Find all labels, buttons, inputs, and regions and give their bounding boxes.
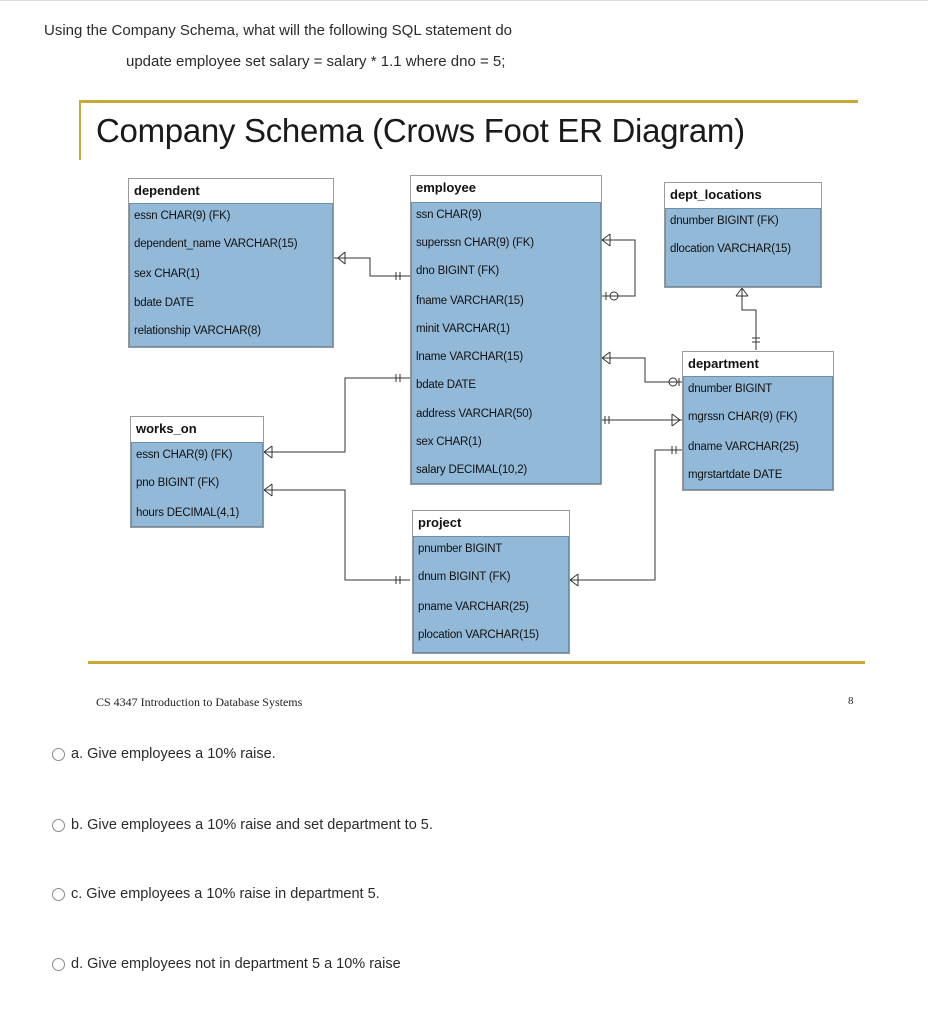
attribute: pno BIGINT (FK) [136,477,220,489]
slide-footer: CS 4347 Introduction to Database Systems [96,695,303,709]
radio-button[interactable] [52,818,65,832]
option-label: d. Give employees not in department 5 a … [71,956,401,972]
top-divider [0,0,928,1]
attribute: fname VARCHAR(15) [416,295,524,307]
attribute: dlocation VARCHAR(15) [670,243,791,255]
attribute: address VARCHAR(50) [416,408,533,420]
entity-title: dependent [134,183,200,198]
attribute: dname VARCHAR(25) [688,441,799,453]
question-prompt: Using the Company Schema, what will the … [44,22,513,39]
option-a[interactable]: a. Give employees a 10% raise. [52,746,276,762]
entity-title: project [418,515,462,530]
entity-title: department [688,356,759,371]
attribute: sex CHAR(1) [416,436,482,448]
attribute: dnum BIGINT (FK) [418,571,511,583]
attribute: lname VARCHAR(15) [416,351,523,363]
option-label: a. Give employees a 10% raise. [71,746,276,762]
attribute: dno BIGINT (FK) [416,265,500,277]
entity-project: project pnumber BIGINT dnum BIGINT (FK) … [412,510,570,654]
entity-works-on: works_on essn CHAR(9) (FK) pno BIGINT (F… [130,416,264,528]
answer-options: a. Give employees a 10% raise. b. Give e… [0,730,928,1024]
entity-employee: employee ssn CHAR(9) superssn CHAR(9) (F… [410,175,602,485]
option-label: c. Give employees a 10% raise in departm… [71,886,380,902]
attribute: superssn CHAR(9) (FK) [416,237,534,249]
attribute: plocation VARCHAR(15) [418,629,539,641]
option-b[interactable]: b. Give employees a 10% raise and set de… [52,817,433,833]
attribute: salary DECIMAL(10,2) [416,464,528,476]
attribute: dnumber BIGINT (FK) [670,215,779,227]
entity-attributes: essn CHAR(9) (FK) pno BIGINT (FK) hours … [131,442,263,527]
entity-title: dept_locations [670,187,762,202]
attribute: relationship VARCHAR(8) [134,325,261,337]
entity-attributes: dnumber BIGINT mgrssn CHAR(9) (FK) dname… [683,376,833,490]
entity-attributes: dnumber BIGINT (FK) dlocation VARCHAR(15… [665,208,821,287]
option-d[interactable]: d. Give employees not in department 5 a … [52,956,401,972]
relationship-lines [262,233,760,587]
option-label: b. Give employees a 10% raise and set de… [71,817,433,833]
entity-title: works_on [136,421,197,436]
schema-slide-image: Company Schema (Crows Foot ER Diagram) [79,100,865,709]
radio-button[interactable] [52,957,65,971]
sql-statement: update employee set salary = salary * 1.… [126,53,506,70]
attribute: sex CHAR(1) [134,268,200,280]
attribute: pname VARCHAR(25) [418,601,529,613]
entity-attributes: essn CHAR(9) (FK) dependent_name VARCHAR… [129,203,333,347]
attribute: ssn CHAR(9) [416,209,482,221]
entity-attributes: pnumber BIGINT dnum BIGINT (FK) pname VA… [413,536,569,653]
entity-title: employee [416,180,476,195]
slide-top-rule [80,100,858,103]
slide-bottom-rule [88,661,865,664]
attribute: essn CHAR(9) (FK) [136,449,233,461]
attribute: essn CHAR(9) (FK) [134,210,231,222]
entity-department: department dnumber BIGINT mgrssn CHAR(9)… [682,351,834,491]
attribute: hours DECIMAL(4,1) [136,507,240,519]
slide-left-rule [79,100,81,160]
entity-dependent: dependent essn CHAR(9) (FK) dependent_na… [128,178,334,348]
attribute: dependent_name VARCHAR(15) [134,238,298,250]
slide-page-number: 8 [848,695,854,707]
radio-button[interactable] [52,887,65,901]
attribute: dnumber BIGINT [688,383,773,395]
attribute: mgrssn CHAR(9) (FK) [688,411,798,423]
slide-title: Company Schema (Crows Foot ER Diagram) [96,112,745,149]
option-c[interactable]: c. Give employees a 10% raise in departm… [52,886,380,902]
attribute: bdate DATE [416,379,476,391]
radio-button[interactable] [52,747,65,761]
attribute: pnumber BIGINT [418,543,503,555]
attribute: bdate DATE [134,297,194,309]
entity-dept-locations: dept_locations dnumber BIGINT (FK) dloca… [664,182,822,288]
entity-attributes: ssn CHAR(9) superssn CHAR(9) (FK) dno BI… [411,202,601,484]
attribute: minit VARCHAR(1) [416,323,510,335]
attribute: mgrstartdate DATE [688,469,783,481]
